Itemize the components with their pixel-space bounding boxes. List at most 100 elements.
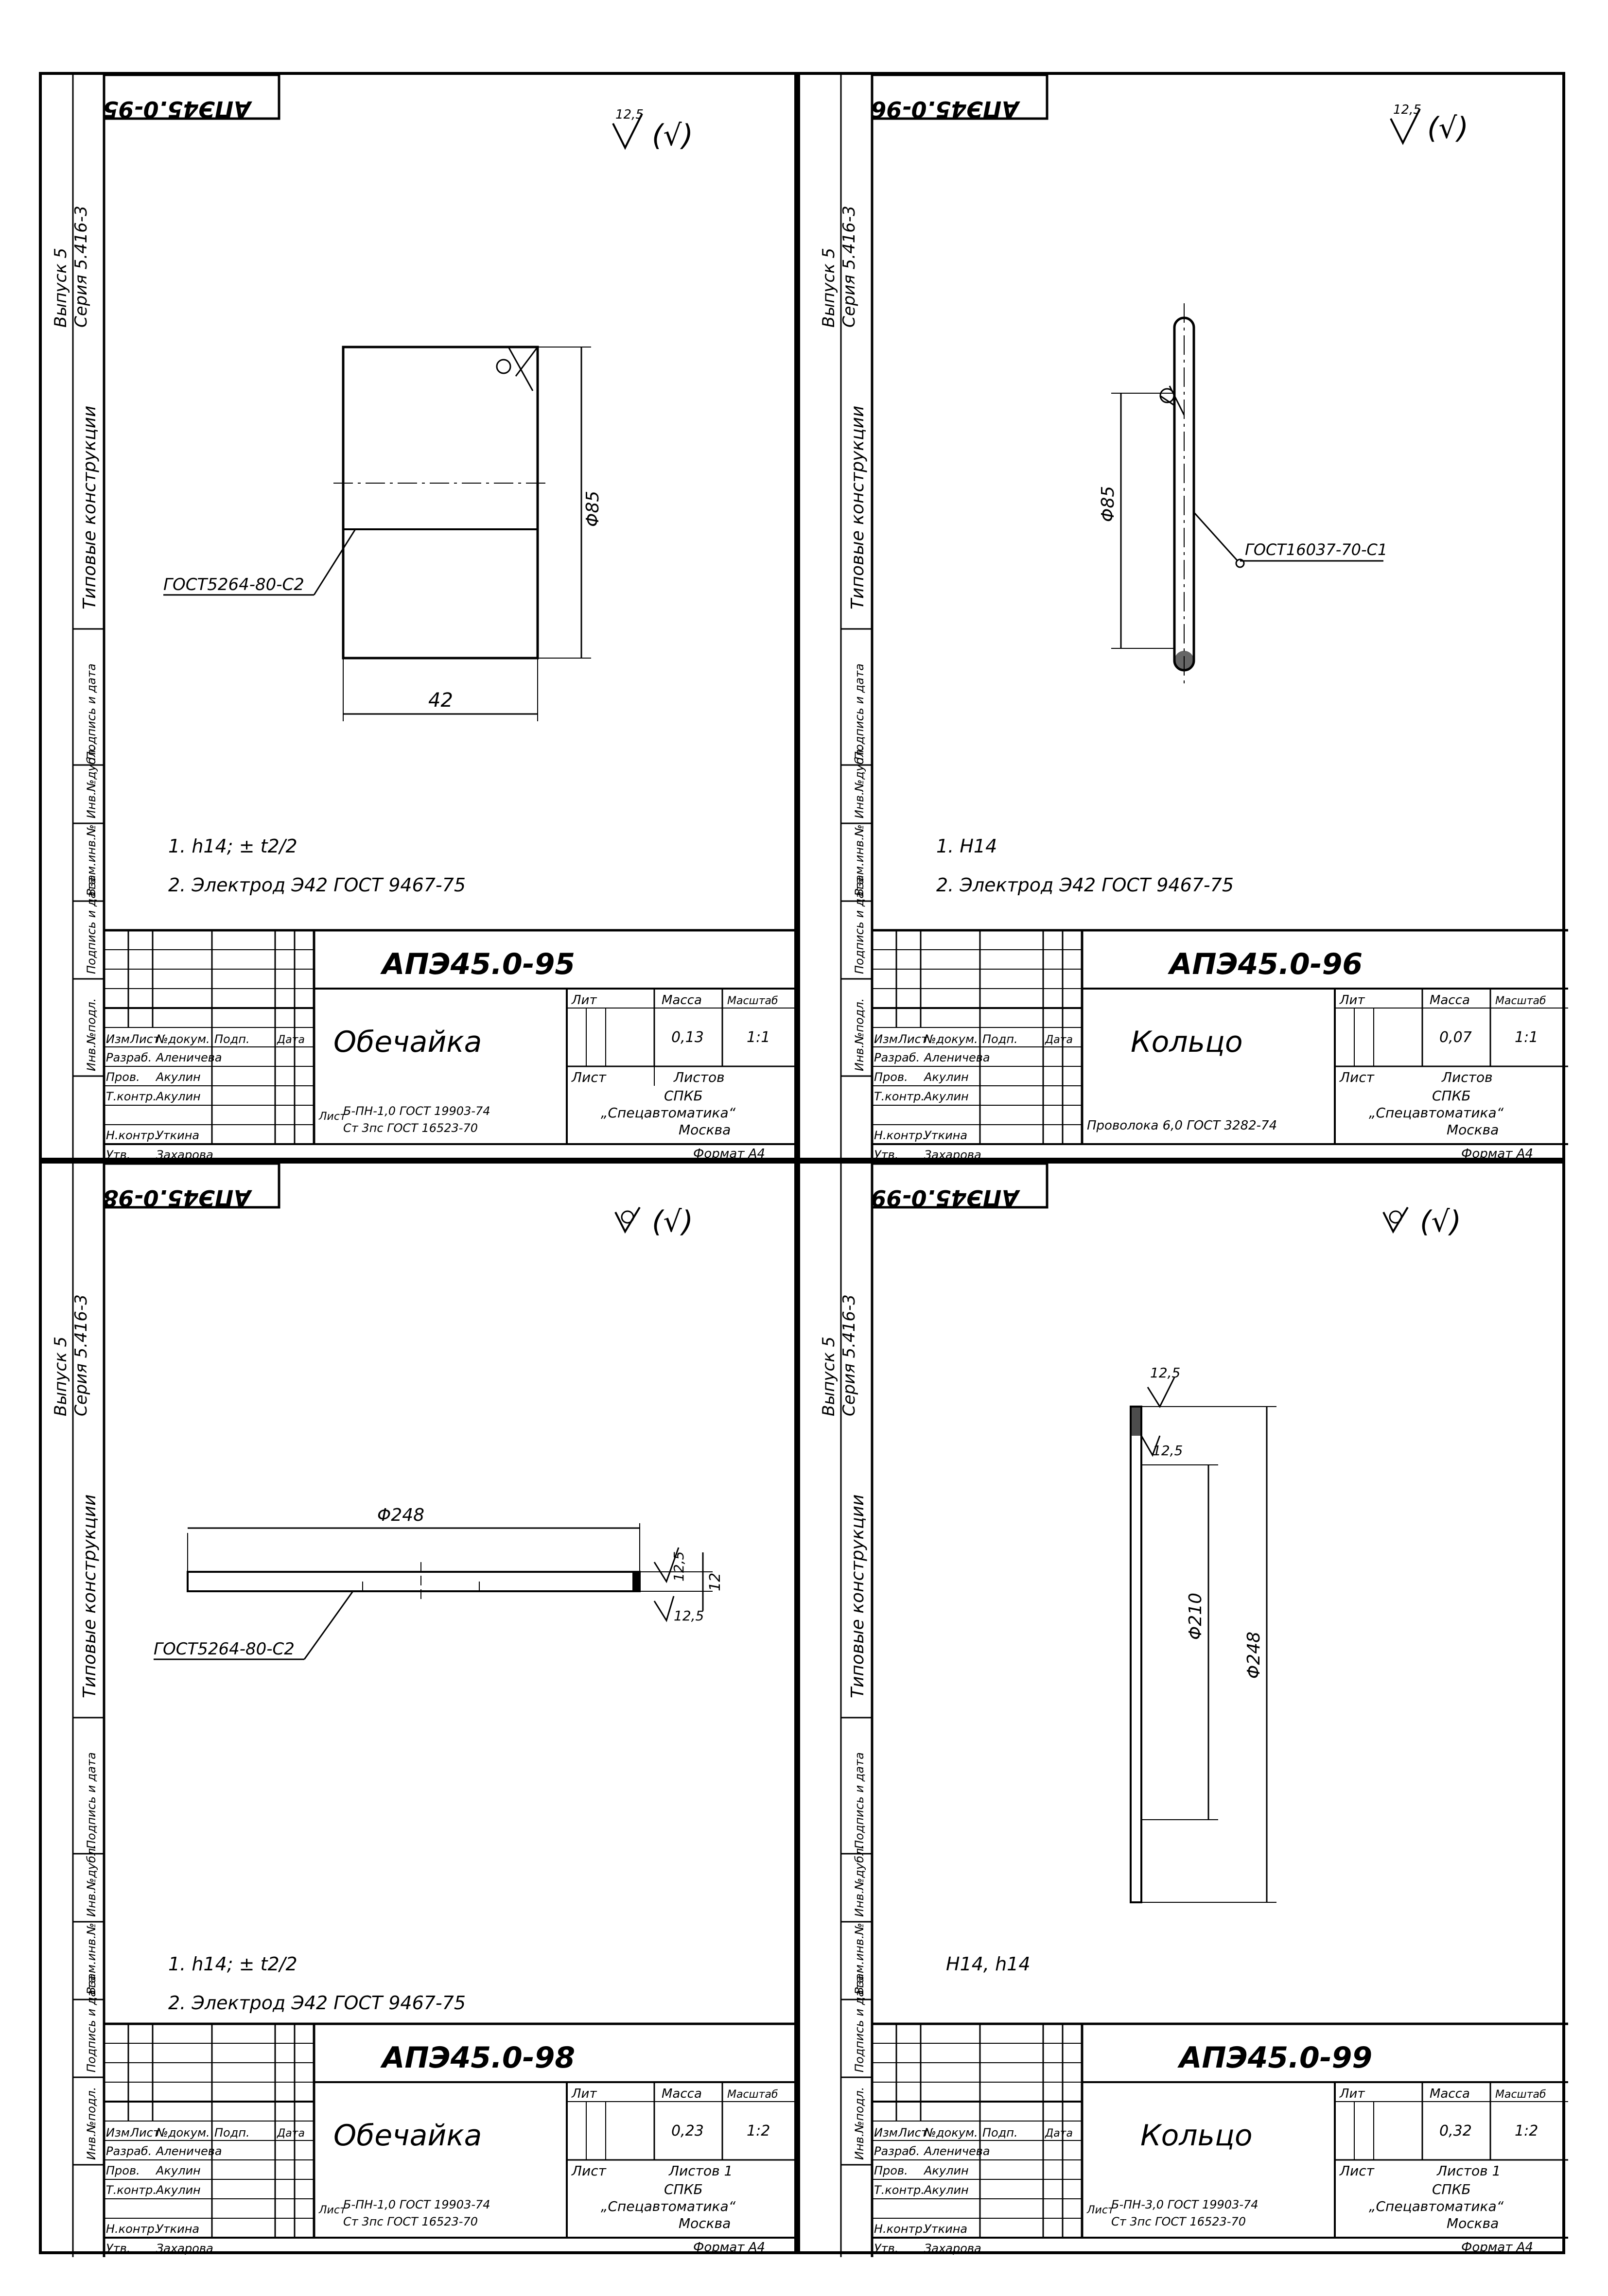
list-label: Лист (1086, 2204, 1115, 2216)
format-label: Формат А4 (1461, 2240, 1533, 2255)
tb-role-razrab: Разраб. (106, 1051, 152, 1064)
tb-head-izm: Изм (874, 2126, 898, 2139)
masshtab-label: Масштаб (1495, 2088, 1546, 2101)
part-name: Кольцо (1140, 2119, 1253, 2153)
tb-name-ncontr: Уткина (924, 2222, 967, 2236)
tb-name-prov: Акулин (923, 1070, 969, 1084)
note-2: 2. Электрод Э42 ГОСТ 9467-75 (168, 1992, 466, 2014)
side-label-2: Инв.№дубл. (853, 1844, 866, 1917)
listov-label: Листов 1 (1436, 2163, 1501, 2179)
tb-name-ncontr: Уткина (156, 1129, 199, 1142)
org-2: „Спецавтоматика“ (1369, 2198, 1504, 2214)
dim-diameter: Φ85 (583, 491, 603, 527)
lit-label: Лит (571, 993, 597, 1008)
tb-head-date: Дата (277, 2127, 305, 2139)
series2-label: Серия 5.416-3 (71, 1294, 91, 1416)
tb-role-tcontr: Т.контр. (874, 2183, 925, 2197)
title-block: Изм Лист №докум. Подп. Дата Разраб. Ален… (872, 2022, 1568, 2255)
note-2: 2. Электрод Э42 ГОСТ 9467-75 (936, 874, 1234, 896)
mass-value: 0,23 (671, 2122, 704, 2139)
roughness-rest: (√) (1420, 1205, 1461, 1239)
tb-name-prov: Акулин (923, 2164, 969, 2177)
tb-name-tcontr: Акулин (923, 1090, 969, 1103)
rough-b: 12,5 (674, 1608, 704, 1624)
lit-label: Лит (1339, 993, 1365, 1008)
tb-head-sign: Подп. (214, 1032, 250, 1046)
org-2: „Спецавтоматика“ (601, 2198, 736, 2214)
tb-role-prov: Пров. (106, 1070, 140, 1084)
list-label-2: Лист (1339, 1069, 1375, 1085)
listov-label: Листов (673, 1069, 725, 1085)
tb-name-razrab: Аленичева (923, 1051, 990, 1064)
tb-role-tcontr: Т.контр. (874, 1090, 925, 1103)
weld-label: ГОСТ5264-80-С2 (154, 1639, 295, 1659)
scale-value: 1:1 (1515, 1029, 1538, 1046)
roughness-rest: (√) (652, 1205, 693, 1239)
tb-head-list: Лист (898, 1032, 928, 1046)
tb-head-izm: Изм (874, 1032, 898, 1046)
typical-label: Типовые конструкции (848, 1495, 868, 1698)
side-label-1: Подпись и дата (85, 663, 98, 760)
tb-name-razrab: Аленичева (923, 2144, 990, 2158)
material-1: Б-ПН-1,0 ГОСТ 19903-74 (343, 2198, 490, 2211)
series-label: Выпуск 5 (51, 248, 70, 328)
tb-role-razrab: Разраб. (874, 1051, 920, 1064)
mass-value: 0,13 (671, 1029, 704, 1046)
dim-thickness: 12 (707, 1573, 724, 1591)
drawing-sheet-99: Выпуск 5 Серия 5.416-3 Типовые конструкц… (797, 1161, 1568, 2257)
series-label: Выпуск 5 (819, 1337, 839, 1416)
list-label-2: Лист (571, 1069, 607, 1085)
tb-role-ncontr: Н.контр. (106, 1129, 158, 1142)
side-label-2: Инв.№дубл. (85, 1844, 98, 1917)
tb-head-sign: Подп. (982, 2126, 1018, 2139)
rough-a: 12,5 (671, 1551, 687, 1582)
tb-head-izm: Изм (106, 2126, 130, 2139)
material-1: Проволока 6,0 ГОСТ 3282-74 (1087, 1118, 1277, 1133)
tb-head-doc: №докум. (155, 1032, 210, 1046)
tb-name-razrab: Аленичева (155, 1051, 222, 1064)
series2-label: Серия 5.416-3 (839, 206, 859, 328)
tb-name-tcontr: Акулин (923, 2183, 969, 2197)
massa-label: Масса (662, 2087, 702, 2101)
tb-name-tcontr: Акулин (155, 2183, 201, 2197)
tb-role-prov: Пров. (106, 2164, 140, 2177)
tb-role-razrab: Разраб. (106, 2144, 152, 2158)
rough-a: 12,5 (1150, 1365, 1180, 1381)
side-label-4: Подпись и дата (853, 1976, 866, 2072)
tb-head-izm: Изм (106, 1032, 130, 1046)
org-3: Москва (679, 2215, 731, 2231)
side-label-3: Взам.инв.№ (85, 1923, 98, 1995)
lit-label: Лит (1339, 2087, 1365, 2101)
rotated-code: АПЭ45.0-96 (871, 96, 1020, 122)
dim-diameter: Φ248 (377, 1505, 424, 1525)
side-label-4: Подпись и дата (85, 877, 98, 974)
tb-head-list: Лист (130, 1032, 160, 1046)
tb-name-utv: Захарова (924, 1148, 981, 1162)
note-1: Н14, h14 (946, 1953, 1031, 1975)
org-1: СПКБ (1432, 1088, 1471, 1104)
listov-label: Листов (1441, 1069, 1493, 1085)
drawing-sheet-95: Выпуск 5 Серия 5.416-3 Типовые конструкц… (39, 72, 800, 1164)
series-label: Выпуск 5 (51, 1337, 70, 1416)
tb-role-prov: Пров. (874, 2164, 908, 2177)
format-label: Формат А4 (693, 2240, 765, 2255)
tb-head-date: Дата (1045, 2127, 1073, 2139)
side-label-2: Инв.№дубл. (853, 746, 866, 818)
org-1: СПКБ (664, 1088, 703, 1104)
side-label-5: Инв.№подл. (85, 2087, 98, 2160)
tb-head-doc: №докум. (923, 1032, 978, 1046)
mass-value: 0,32 (1439, 2122, 1472, 2139)
org-3: Москва (1447, 2215, 1499, 2231)
scale-value: 1:2 (747, 2122, 770, 2139)
tb-name-prov: Акулин (155, 2164, 201, 2177)
part-name: Обечайка (333, 1025, 482, 1059)
format-label: Формат А4 (693, 1147, 765, 1161)
side-label-4: Подпись и дата (85, 1976, 98, 2072)
material-1: Б-ПН-3,0 ГОСТ 19903-74 (1111, 2198, 1258, 2211)
lit-label: Лит (571, 2087, 597, 2101)
title-block: Изм Лист №докум. Подп. Дата Разраб. Ален… (872, 929, 1568, 1162)
material-2: Ст 3пс ГОСТ 16523-70 (343, 1121, 478, 1135)
rotated-code: АПЭ45.0-98 (103, 1185, 252, 1211)
weld-label: ГОСТ5264-80-С2 (163, 575, 304, 594)
list-label-2: Лист (571, 2163, 607, 2179)
